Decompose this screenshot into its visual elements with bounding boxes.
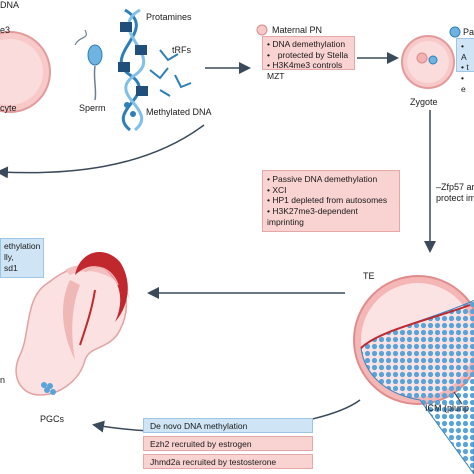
bar-de-novo-methylation: De novo DNA methylation xyxy=(143,418,313,433)
dna-helix-icon xyxy=(118,8,148,132)
methylated-dna-label: Methylated DNA xyxy=(146,107,212,117)
zygote-label: Zygote xyxy=(410,97,438,107)
pgcs-label: PGCs xyxy=(40,414,65,424)
embryo-label-fragment: n xyxy=(0,375,6,385)
maternal-pn-box: DNA demethylation • protected by Stella … xyxy=(262,36,355,81)
placenta-icon xyxy=(75,252,128,346)
sperm-icon xyxy=(74,29,103,101)
arrow-cycle-left xyxy=(0,124,205,179)
paternal-item: e xyxy=(461,73,471,94)
cleavage-item: H3K27me3-dependent imprinting xyxy=(267,206,395,227)
embryo-icon xyxy=(15,264,130,396)
cleavage-events-box: Passive DNA demethylation XCI HP1 deplet… xyxy=(262,170,400,232)
pgc-methylation-box: ethylation lly, sd1 xyxy=(0,238,44,278)
icm-label: ICM (plurip xyxy=(425,403,470,413)
icm-pointer-line xyxy=(453,391,463,405)
bar-ezh2-estrogen: Ezh2 recruited by estrogen xyxy=(143,436,313,451)
cleavage-item: HP1 depleted from autosomes xyxy=(267,195,395,206)
paternal-pn-box: A t e xyxy=(456,38,474,94)
maternal-pn-title: Maternal PN xyxy=(272,25,323,35)
protamines-label: Protamines xyxy=(146,12,192,22)
oocyte-label: cyte xyxy=(0,103,17,113)
left-box-line: lly, xyxy=(4,252,14,263)
paternal-pn-icon xyxy=(449,26,461,38)
zfp57-label-line1: –Zfp57 an xyxy=(436,182,474,192)
oocyte-icon xyxy=(0,31,51,113)
h3k4me3-label-fragment: e3 xyxy=(0,25,11,35)
maternal-item: H3K4me3 controls MZT xyxy=(267,60,350,81)
zygote-icon xyxy=(401,35,455,89)
paternal-item: A xyxy=(461,41,471,62)
trfs-label: tRFs xyxy=(172,45,191,55)
te-label: TE xyxy=(363,271,375,281)
blastocyst-icon xyxy=(353,275,474,474)
maternal-pn-icon xyxy=(256,24,268,36)
bar-jhmd2a-testosterone: Jhmd2a recruited by testosterone xyxy=(143,454,313,469)
dna-label-fragment: DNA xyxy=(0,0,20,10)
left-box-line: ethylation xyxy=(4,241,41,251)
trfs-icon xyxy=(149,49,192,97)
cleavage-item: XCI xyxy=(267,185,395,196)
paternal-pn-title: Pa xyxy=(463,27,474,37)
left-box-line: sd1 xyxy=(4,263,18,274)
maternal-item: • protected by Stella xyxy=(267,50,350,61)
cleavage-item: Passive DNA demethylation xyxy=(267,174,395,185)
zfp57-label-line2: protect im xyxy=(436,193,474,203)
maternal-item: DNA demethylation xyxy=(267,39,350,50)
sperm-label: Sperm xyxy=(79,103,106,113)
paternal-item: t xyxy=(461,62,471,73)
